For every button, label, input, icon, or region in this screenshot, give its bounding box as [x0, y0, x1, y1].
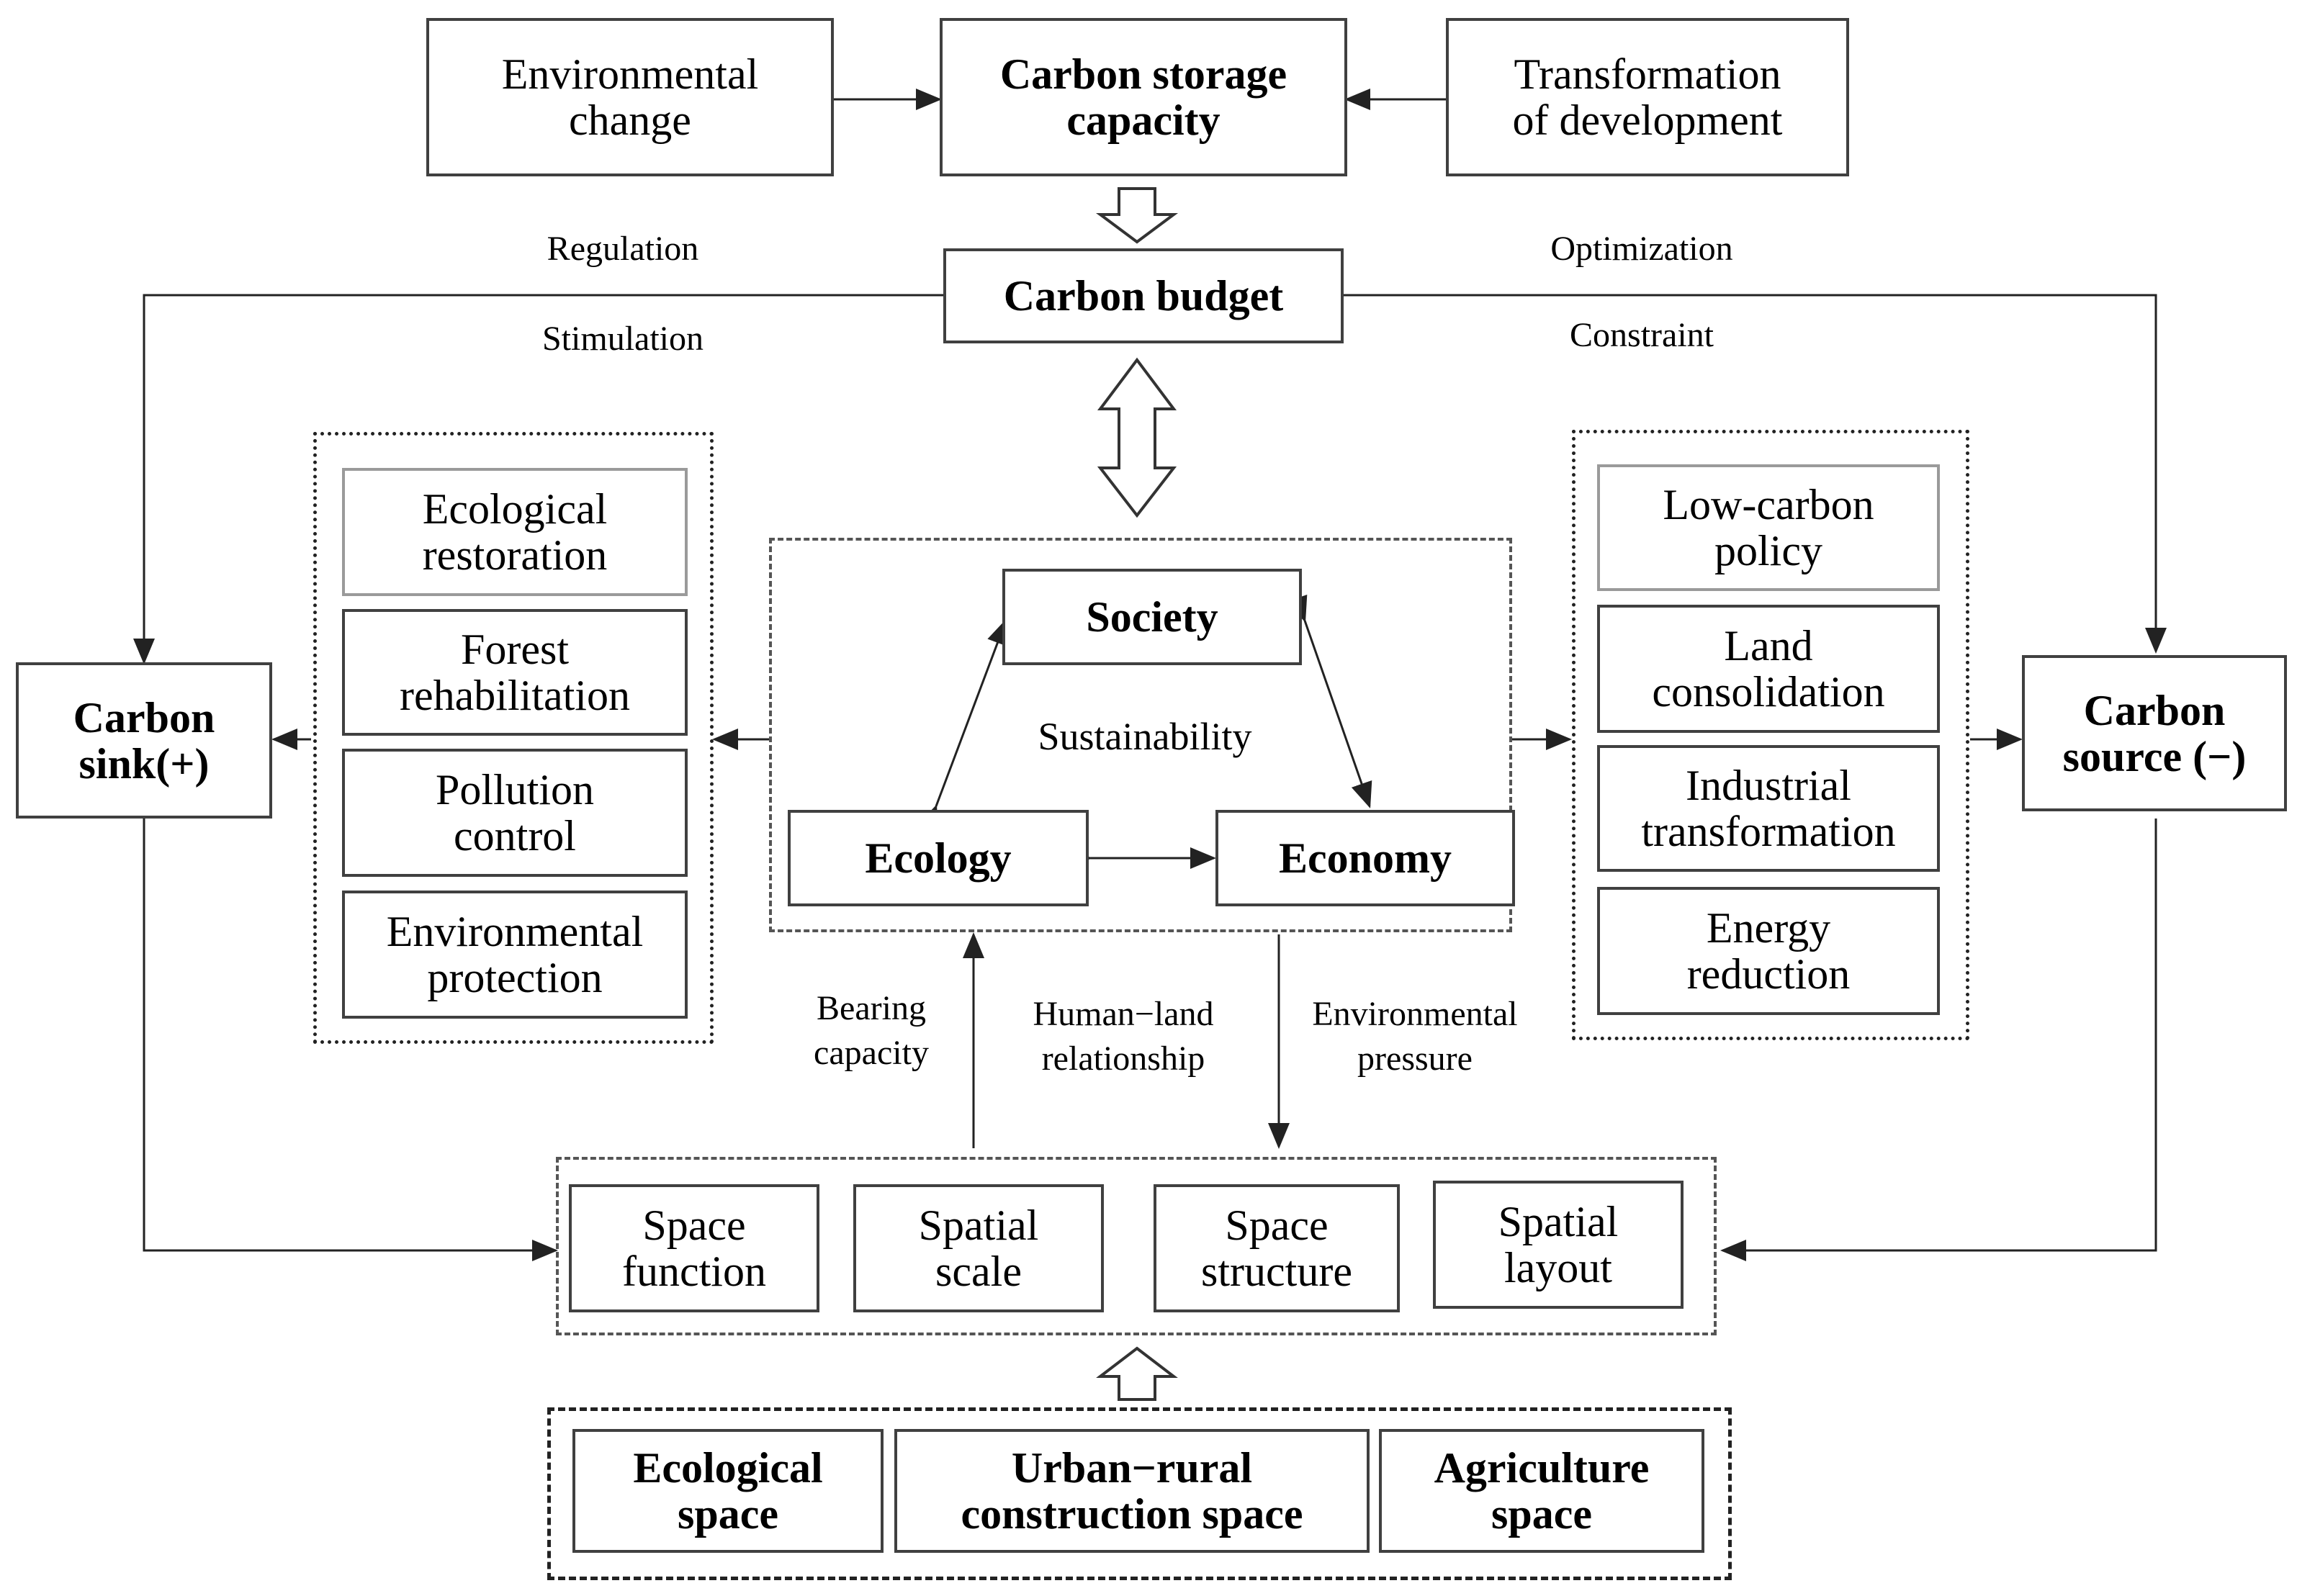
source-measure-energy-reduction: Energy reduction — [1597, 887, 1940, 1015]
constraint-label: Constraint — [1570, 316, 1714, 354]
space-attribute-scale: Spatial scale — [853, 1184, 1104, 1312]
ecology-box: Ecology — [788, 810, 1089, 906]
carbon-source-label: Carbon source (−) — [2062, 686, 2247, 780]
sink-measure-forest-rehabilitation: Forest rehabilitation — [342, 609, 688, 736]
space-attribute-label: Space structure — [1201, 1201, 1352, 1295]
carbon-sink-box: Carbon sink(+) — [16, 662, 272, 819]
sink-measures-panel — [313, 432, 714, 1044]
space-type-label: Agriculture space — [1434, 1444, 1650, 1538]
economy-label: Economy — [1279, 834, 1452, 882]
arrow-ecology-society — [917, 618, 1008, 833]
environmental-change-label: Environmental change — [501, 50, 759, 144]
arrow-society-economy — [1286, 594, 1372, 808]
sink-measure-label: Ecological restoration — [422, 485, 608, 579]
arrow-budget-to-sink — [133, 294, 943, 664]
space-attribute-layout: Spatial layout — [1433, 1181, 1684, 1309]
hollow-double-arrow-budget-core — [1097, 357, 1177, 518]
regulation-label: Regulation — [547, 230, 699, 268]
transformation-of-development-box: Transformation of development — [1446, 18, 1849, 176]
source-measure-label: Energy reduction — [1686, 904, 1851, 998]
space-attribute-structure: Space structure — [1154, 1184, 1400, 1312]
environmental-pressure-label: Environmental pressure — [1312, 995, 1518, 1078]
space-type-label: Ecological space — [633, 1444, 823, 1538]
hollow-arrow-storage-to-budget — [1095, 187, 1179, 244]
hollow-arrow-types-to-space — [1096, 1346, 1178, 1401]
space-type-label: Urban−rural construction space — [961, 1444, 1303, 1538]
arrow-budget-to-source — [1344, 294, 2167, 654]
sink-measure-label: Forest rehabilitation — [400, 626, 630, 719]
source-measure-label: Low-carbon policy — [1663, 481, 1874, 574]
sink-measure-ecological-restoration: Ecological restoration — [342, 468, 688, 596]
society-label: Society — [1086, 593, 1218, 641]
sink-measure-label: Pollution control — [435, 766, 595, 860]
source-measure-low-carbon-policy: Low-carbon policy — [1597, 464, 1940, 591]
sustainability-label: Sustainability — [1038, 715, 1252, 758]
space-type-ecological: Ecological space — [572, 1429, 884, 1553]
carbon-storage-capacity-label: Carbon storage capacity — [999, 50, 1287, 144]
carbon-budget-box: Carbon budget — [943, 248, 1344, 343]
carbon-sink-label: Carbon sink(+) — [73, 693, 215, 788]
transformation-of-development-label: Transformation of development — [1512, 50, 1783, 144]
space-attribute-label: Space function — [622, 1201, 766, 1295]
society-box: Society — [1002, 569, 1302, 665]
environmental-change-box: Environmental change — [426, 18, 834, 176]
bearing-capacity-label: Bearing capacity — [814, 989, 929, 1072]
stimulation-label: Stimulation — [541, 320, 704, 358]
human-land-relationship-label: Human−land relationship — [1033, 995, 1214, 1078]
core-system-frame — [769, 538, 1512, 932]
space-attributes-frame — [556, 1157, 1717, 1335]
source-measure-industrial-transformation: Industrial transformation — [1597, 745, 1940, 872]
space-types-frame — [547, 1407, 1732, 1580]
ecology-label: Ecology — [865, 834, 1012, 882]
space-attribute-function: Space function — [569, 1184, 819, 1312]
space-attribute-label: Spatial scale — [918, 1201, 1039, 1295]
arrow-source-to-space — [1720, 819, 2157, 1261]
optimization-label: Optimization — [1550, 230, 1733, 268]
source-measures-panel — [1572, 430, 1969, 1040]
carbon-source-box: Carbon source (−) — [2022, 655, 2287, 811]
source-measure-label: Industrial transformation — [1641, 762, 1896, 855]
sink-measure-pollution-control: Pollution control — [342, 749, 688, 877]
carbon-storage-capacity-box: Carbon storage capacity — [940, 18, 1347, 176]
space-type-urban-rural: Urban−rural construction space — [894, 1429, 1370, 1553]
source-measure-label: Land consolidation — [1652, 622, 1885, 716]
sink-measure-environmental-protection: Environmental protection — [342, 891, 688, 1019]
economy-box: Economy — [1215, 810, 1515, 906]
arrow-sink-to-space — [143, 819, 558, 1261]
source-measure-land-consolidation: Land consolidation — [1597, 605, 1940, 733]
space-attribute-label: Spatial layout — [1498, 1198, 1619, 1291]
sink-measure-label: Environmental protection — [386, 908, 644, 1001]
space-type-agriculture: Agriculture space — [1379, 1429, 1704, 1553]
carbon-budget-label: Carbon budget — [1003, 272, 1284, 320]
